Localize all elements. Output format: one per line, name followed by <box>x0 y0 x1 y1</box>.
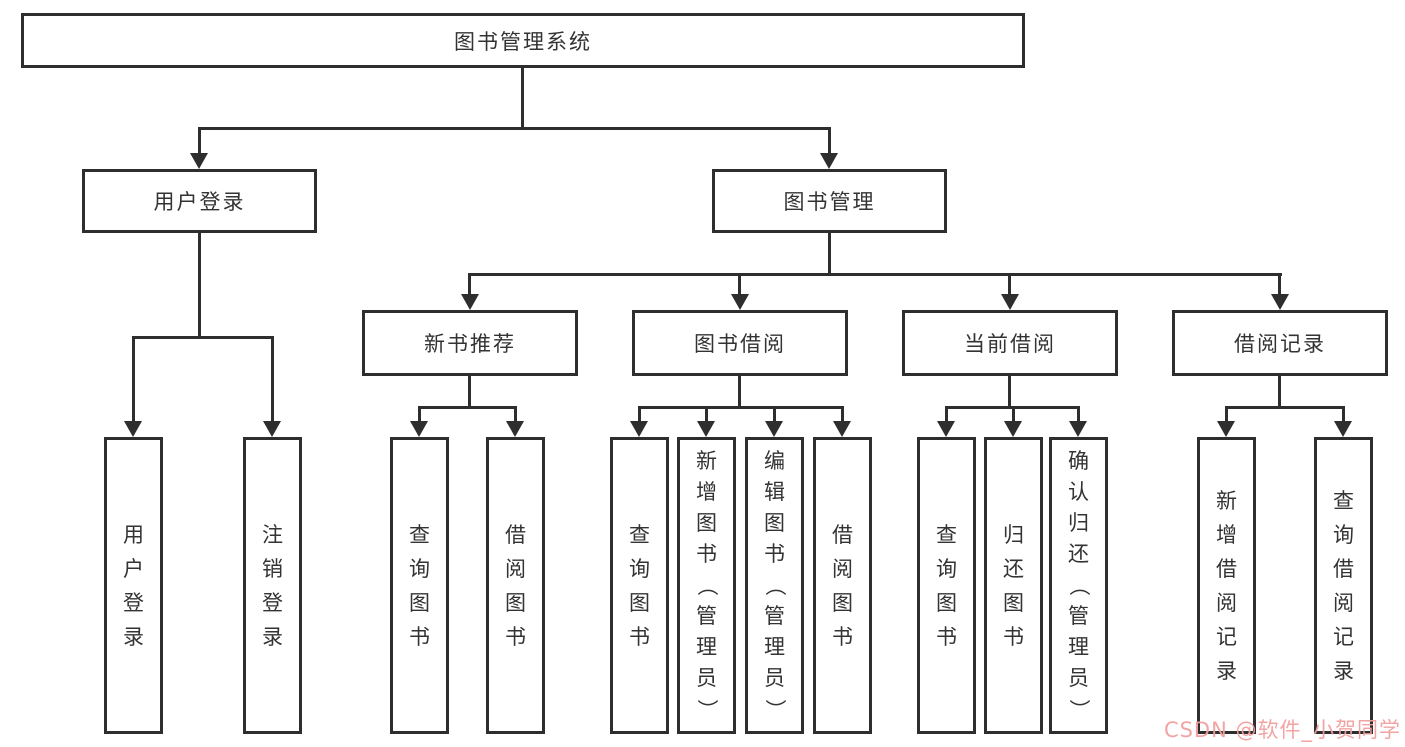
arrow-d1 <box>937 421 955 437</box>
connector-level3-rail <box>468 273 1282 276</box>
connector-user-login-rail <box>132 336 274 339</box>
arrow-new-book <box>461 294 479 310</box>
connector-drop-c3 <box>773 406 776 421</box>
connector-drop-c2 <box>705 406 708 421</box>
connector-drop-borrow-records <box>1278 273 1281 294</box>
leaf-borrow-books-newrec: 借阅图书 <box>486 437 545 734</box>
arrow-book-borrow <box>731 294 749 310</box>
connector-drop-d1 <box>945 406 948 421</box>
arrow-b1 <box>410 421 428 437</box>
connector-drop-b1 <box>418 406 421 421</box>
leaf-add-books-admin: 新增图书（管理员） <box>677 437 736 734</box>
connector-drop-c1 <box>638 406 641 421</box>
arrow-b2 <box>506 421 524 437</box>
connector-drop-book-mgmt <box>828 127 831 154</box>
connector-drop-user-login <box>198 127 201 154</box>
arrow-c3 <box>765 421 783 437</box>
node-new-book-rec: 新书推荐 <box>362 310 578 376</box>
leaf-add-borrow-record: 新增借阅记录 <box>1197 437 1256 734</box>
leaf-query-borrow-record: 查询借阅记录 <box>1314 437 1373 734</box>
arrow-leaf-logout <box>263 421 281 437</box>
arrow-c4 <box>833 421 851 437</box>
node-book-borrow: 图书借阅 <box>632 310 848 376</box>
connector-drop-e2 <box>1342 406 1345 421</box>
leaf-user-login: 用户登录 <box>104 437 163 734</box>
connector-drop-book-borrow <box>738 273 741 294</box>
connector-drop-c4 <box>841 406 844 421</box>
leaf-return-books: 归还图书 <box>984 437 1043 734</box>
connector-new-book-rail <box>418 406 517 409</box>
node-borrow-records: 借阅记录 <box>1172 310 1388 376</box>
connector-book-borrow-stem <box>738 376 741 406</box>
arrow-d3 <box>1069 421 1087 437</box>
connector-root-stem <box>521 68 524 127</box>
connector-drop-new-book <box>468 273 471 294</box>
arrow-current-borrow <box>1001 294 1019 310</box>
arrow-book-mgmt <box>820 153 838 169</box>
arrow-d2 <box>1004 421 1022 437</box>
connector-drop-e1 <box>1225 406 1228 421</box>
arrow-e2 <box>1334 421 1352 437</box>
leaf-query-books-newrec: 查询图书 <box>390 437 449 734</box>
connector-borrow-records-rail <box>1225 406 1345 409</box>
connector-drop-d2 <box>1012 406 1015 421</box>
connector-current-borrow-stem <box>1008 376 1011 406</box>
arrow-c2 <box>697 421 715 437</box>
connector-book-borrow-rail <box>638 406 844 409</box>
node-current-borrow: 当前借阅 <box>902 310 1118 376</box>
node-book-mgmt: 图书管理 <box>712 169 947 233</box>
csdn-watermark: CSDN @软件_小贺同学 <box>1163 718 1401 742</box>
arrow-leaf-login <box>124 421 142 437</box>
connector-borrow-records-stem <box>1278 376 1281 406</box>
connector-user-login-stem <box>198 233 201 336</box>
node-user-login: 用户登录 <box>82 169 317 233</box>
arrow-user-login <box>190 153 208 169</box>
connector-level2-rail <box>198 127 831 130</box>
connector-drop-d3 <box>1077 406 1080 421</box>
arrow-e1 <box>1217 421 1235 437</box>
connector-book-mgmt-stem <box>828 233 831 273</box>
leaf-edit-books-admin: 编辑图书（管理员） <box>745 437 804 734</box>
leaf-logout: 注销登录 <box>243 437 302 734</box>
leaf-borrow-books: 借阅图书 <box>813 437 872 734</box>
connector-drop-leaf-login <box>132 336 135 421</box>
connector-drop-current-borrow <box>1008 273 1011 294</box>
leaf-query-books-current: 查询图书 <box>917 437 976 734</box>
leaf-query-books-borrow: 查询图书 <box>610 437 669 734</box>
leaf-confirm-return-admin: 确认归还（管理员） <box>1049 437 1108 734</box>
connector-drop-b2 <box>514 406 517 421</box>
node-root: 图书管理系统 <box>21 13 1025 68</box>
connector-new-book-stem <box>468 376 471 406</box>
arrow-borrow-records <box>1271 294 1289 310</box>
connector-drop-leaf-logout <box>271 336 274 421</box>
arrow-c1 <box>630 421 648 437</box>
